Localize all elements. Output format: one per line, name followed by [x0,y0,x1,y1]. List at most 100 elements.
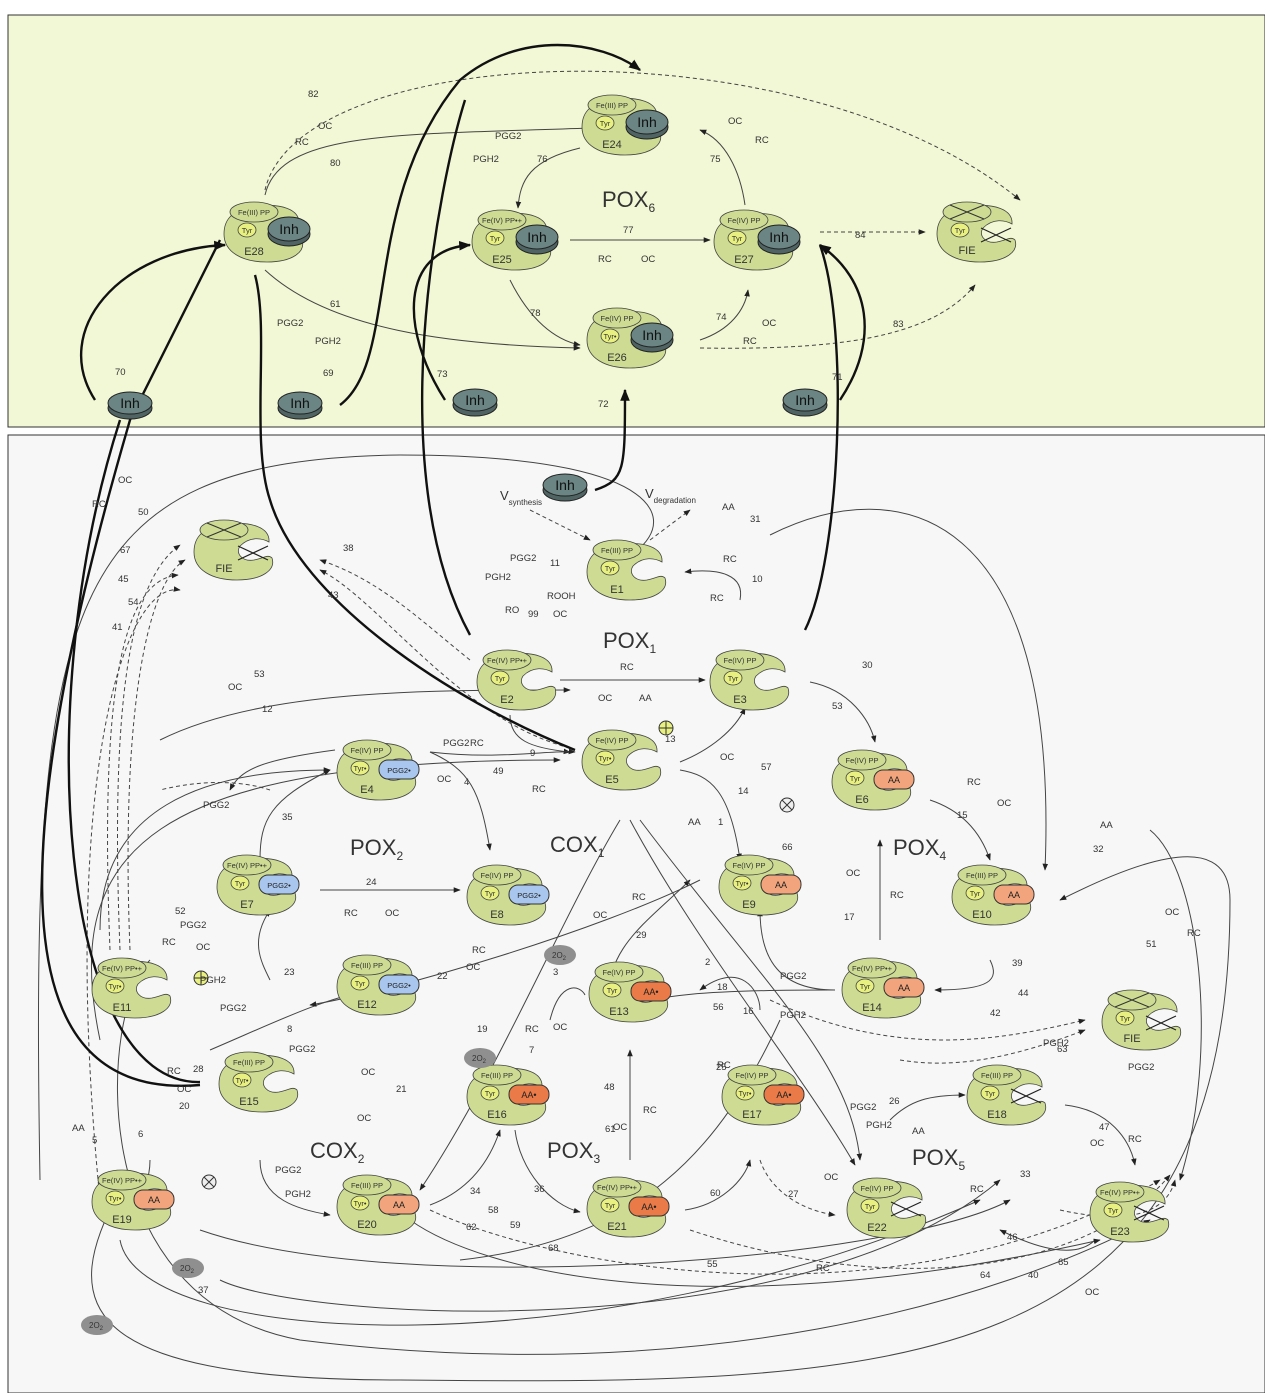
enzyme-id-label: E13 [609,1006,629,1018]
tyr-label: Tyr [485,1089,496,1098]
enzyme-id-label: E1 [610,584,623,596]
inhibitor-label: Inh [527,229,546,245]
oxygen-molecule: 2O2 [172,1258,204,1278]
reaction-label: OC [385,908,399,919]
inhibitor-label: Inh [642,327,661,343]
reaction-label: PGH2 [1043,1038,1069,1049]
enzyme-state-label: Fe(IV) PP [596,736,629,745]
reaction-label: 32 [1093,844,1104,855]
oxygen-label: 2O2 [552,951,567,962]
tyr-label: Tyr• [108,982,121,991]
cross-circle-icon [201,1174,217,1190]
tyr-label: Tyr [355,979,366,988]
section-label: POX6 [602,187,655,215]
section-label: POX1 [603,628,656,656]
enzyme-id-label: E4 [360,784,373,796]
inhibitor-label: Inh [465,392,484,408]
tyr-label: Tyr [850,774,861,783]
enzyme-id-label: E25 [492,254,512,266]
reaction-label: OC [762,318,776,329]
reaction-label: 55 [707,1259,718,1270]
reaction-label: PGH2 [866,1120,892,1131]
enzyme-state-label: Fe(IV) PP•+ [102,1176,143,1185]
enzyme-id-label: E12 [357,999,377,1011]
reaction-label: 36 [534,1184,545,1195]
reaction-label: OC [466,962,480,973]
reaction-label: 56 [713,1002,724,1013]
reaction-label: RC [632,892,646,903]
reaction-label: 14 [738,786,749,797]
enzyme-state-label: Fe(III) PP [233,1058,265,1067]
reaction-label: 83 [893,319,904,330]
fie-label: FIE [1123,1033,1140,1045]
enzyme-state-label: Fe(IV) PP [846,756,879,765]
reaction-label: AA [72,1123,85,1134]
reaction-label: 66 [782,842,793,853]
tyr-label: Tyr [605,1201,616,1210]
enzyme-id-label: E22 [867,1222,887,1234]
reaction-label: 24 [366,877,377,888]
tyr-label: Tyr [485,889,496,898]
reaction-label: RC [167,1066,181,1077]
reaction-label: 40 [1028,1270,1039,1281]
reaction-label: 18 [717,982,728,993]
enzyme-id-label: E18 [987,1109,1007,1121]
reaction-label: OC [437,774,451,785]
inhibitor-label: Inh [120,395,139,411]
reaction-label: AA [639,693,652,704]
reaction-label: 68 [548,1243,559,1254]
reaction-label: PGG2 [180,920,206,931]
reaction-label: RC [344,908,358,919]
reaction-label: 34 [470,1186,481,1197]
reaction-label: 5 [92,1135,97,1146]
reaction-label: 28 [193,1064,204,1075]
reaction-label: 49 [493,766,504,777]
reaction-label: PGG2 [510,553,536,564]
enzyme-id-label: E27 [734,254,754,266]
reaction-label: RC [532,784,546,795]
substrate-label: PGG2• [517,891,541,900]
free-inhibitor: Inh [782,388,828,417]
reaction-label: 4 [464,777,469,788]
enzyme-id-label: E19 [112,1214,132,1226]
enzyme-id-label: E2 [500,694,513,706]
enzyme-state-label: Fe(IV) PP [728,216,761,225]
reaction-label: 59 [510,1220,521,1231]
reaction-label: 19 [477,1024,488,1035]
enzyme-id-label: E7 [240,899,253,911]
enzyme-id-label: E3 [733,694,746,706]
section-label: POX4 [893,835,946,863]
reaction-label: RC [620,662,634,673]
tyr-label: Tyr• [603,332,616,341]
reaction-label: 39 [1012,958,1023,969]
reaction-label: 61 [605,1124,616,1135]
reaction-label: 71 [832,372,843,383]
tyr-label: Tyr [495,674,506,683]
reaction-label: 37 [198,1285,209,1296]
reaction-label: 61 [330,299,341,310]
tyr-label: Tyr• [735,879,748,888]
reaction-label: RC [723,554,737,565]
substrate-label: AA [775,880,787,890]
enzyme-id-label: E17 [742,1109,762,1121]
reaction-label: 3 [553,967,558,978]
reaction-label: RC [162,937,176,948]
reaction-label: 15 [957,810,968,821]
reaction-label: 9 [530,748,535,759]
substrate-label: PGG2• [387,981,411,990]
reaction-label: 2 [705,957,710,968]
section-label: POX3 [547,1138,600,1166]
reaction-label: OC [593,910,607,921]
enzyme-id-label: E21 [607,1221,627,1233]
reaction-label: 38 [343,543,354,554]
reaction-label: RC [295,137,309,148]
enzyme-state-label: Fe(IV) PP [351,746,384,755]
reaction-label: 76 [537,154,548,165]
reaction-label: 60 [710,1188,721,1199]
